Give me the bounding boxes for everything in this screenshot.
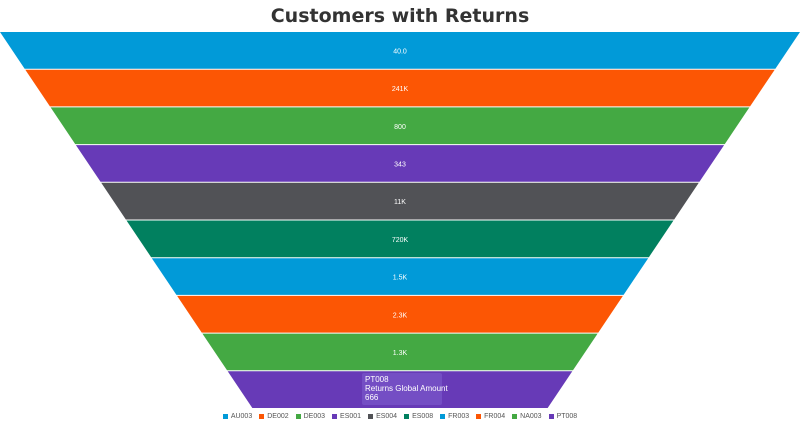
funnel-segment-es001[interactable] (75, 145, 725, 182)
chart-legend: AU003 DE002 DE003 ES001 ES004 ES008 FR003 FR004… (0, 413, 800, 420)
legend-item-na003[interactable]: NA003 (512, 413, 542, 420)
data-label-au003: 40.0 (393, 48, 407, 55)
funnel-segment-de002[interactable] (25, 69, 775, 107)
legend-label: AU003 (230, 413, 253, 420)
funnel-segment-na003[interactable] (202, 333, 598, 371)
legend-item-es004[interactable]: ES004 (368, 413, 397, 420)
data-label-es001: 343 (394, 161, 406, 168)
data-label-fr003: 1.5K (393, 275, 408, 282)
legend-item-de002[interactable]: DE002 (259, 413, 289, 420)
data-label-es008: 720K (392, 237, 409, 244)
funnel-segment-au003[interactable] (0, 32, 800, 69)
chart-tooltip: PT008 Returns Global Amount 666 (362, 373, 448, 405)
data-label-de003: 800 (394, 124, 406, 131)
legend-label: DE002 (267, 413, 289, 420)
legend-item-de003[interactable]: DE003 (295, 413, 326, 420)
legend-label: NA003 (520, 413, 542, 420)
legend-label: ES004 (376, 413, 398, 420)
legend-label: ES001 (340, 413, 362, 420)
data-label-na003: 1.3K (393, 350, 408, 357)
legend-swatch (222, 414, 228, 419)
legend-swatch (332, 414, 338, 419)
legend-item-fr003[interactable]: FR003 (440, 413, 469, 420)
data-label-fr004: 2.3K (393, 312, 408, 319)
tooltip-category: PT008 (365, 375, 389, 384)
legend-swatch (440, 414, 446, 419)
legend-item-es008[interactable]: ES008 (404, 413, 433, 420)
legend-swatch (259, 414, 265, 419)
chart-title: Customers with Returns (270, 5, 530, 27)
funnel-segment-fr004[interactable] (177, 295, 623, 333)
data-label-de002: 241K (392, 86, 409, 93)
legend-item-pt008[interactable]: PT008 (548, 413, 578, 420)
funnel-segment-de003[interactable] (50, 107, 750, 145)
legend-swatch (476, 414, 482, 419)
legend-label: ES008 (412, 413, 434, 420)
data-label-es004: 11K (394, 199, 406, 206)
funnel-segment-fr003[interactable] (151, 258, 649, 295)
legend-swatch (512, 414, 518, 419)
legend-swatch (295, 414, 301, 419)
legend-item-fr004[interactable]: FR004 (476, 413, 505, 420)
legend-label: FR003 (448, 413, 470, 420)
funnel-segment-es004[interactable] (101, 182, 699, 220)
legend-label: FR004 (484, 413, 506, 420)
legend-swatch (548, 414, 554, 419)
legend-label: PT008 (556, 413, 578, 420)
legend-item-es001[interactable]: ES001 (332, 413, 361, 420)
legend-swatch (404, 414, 410, 419)
legend-label: DE003 (303, 413, 326, 420)
tooltip-value: 666 (365, 393, 379, 402)
funnel-segment-es008[interactable] (126, 220, 674, 258)
legend-item-au003[interactable]: AU003 (222, 413, 253, 420)
legend-swatch (368, 414, 374, 419)
tooltip-measure: Returns Global Amount (365, 384, 448, 393)
